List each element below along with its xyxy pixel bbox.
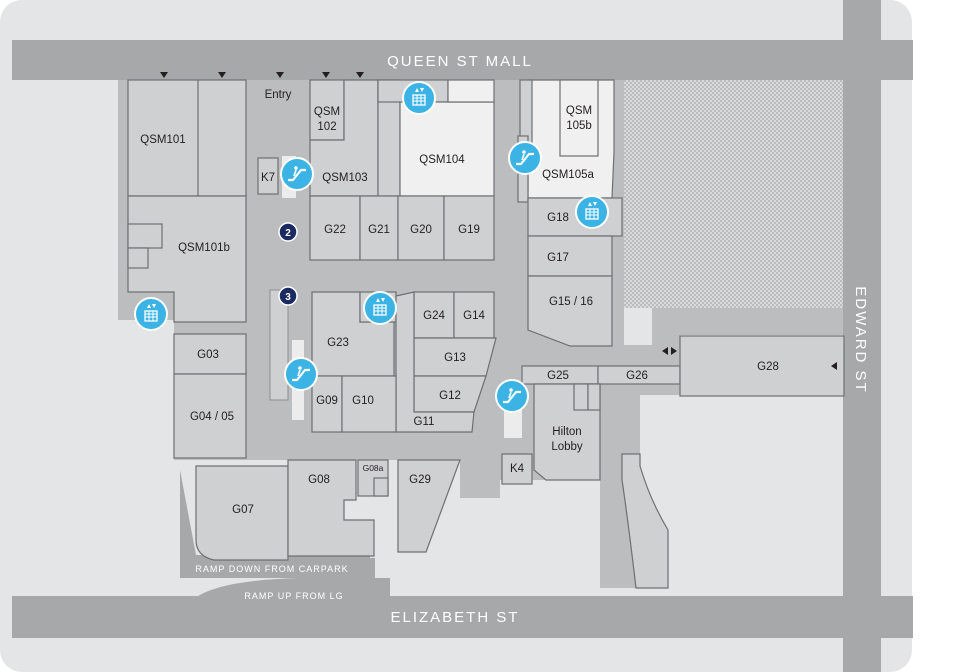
unit-g04-05-label: G04 / 05: [190, 411, 234, 423]
map-marker-2[interactable]: [278, 222, 298, 242]
unit-g26-label: G26: [626, 370, 648, 382]
unit-g28-label: G28: [757, 361, 779, 373]
unit-g20-label: G20: [410, 224, 432, 236]
unit-g08a-label: G08a: [363, 463, 384, 473]
unit-g08-label: G08: [308, 474, 330, 486]
entry-label: Entry: [265, 89, 292, 101]
unit-g25-label: G25: [547, 370, 569, 382]
unit-qsm105b-label-1: QSM: [566, 105, 592, 117]
entry-marker: [160, 72, 168, 78]
entry-marker: [356, 72, 364, 78]
unit-qsm105a-label: QSM105a: [542, 169, 594, 181]
unit-g29-label: G29: [409, 474, 431, 486]
unit-g11-label: G11: [414, 416, 435, 428]
map-marker-3-label: 3: [285, 292, 291, 303]
unit-qsm102[interactable]: [309, 79, 345, 141]
hilton-lobby-label-1: Hilton: [552, 426, 581, 438]
unit-g23-label: G23: [327, 337, 349, 349]
unit-g13-label: G13: [444, 352, 466, 364]
unit-k4[interactable]: [501, 453, 533, 485]
unit-qsm103-label: QSM103: [322, 172, 367, 184]
lift-icon[interactable]: [575, 195, 609, 229]
lift-icon[interactable]: [402, 81, 436, 115]
unit-qsm101-label: QSM101: [140, 134, 185, 146]
unit-qsm102-label-2: 102: [317, 121, 336, 133]
unit-g12-label: G12: [439, 390, 461, 402]
two-way-arrow-icon: [662, 347, 677, 355]
unit-g15-16[interactable]: [527, 275, 613, 347]
escalator-icon[interactable]: [280, 157, 314, 191]
unit-qsm105b-label-2: 105b: [566, 120, 592, 132]
unit-g17[interactable]: [527, 235, 613, 277]
escalator-icon[interactable]: [495, 379, 529, 413]
unit-g04-05[interactable]: [173, 373, 247, 459]
unit-g10-label: G10: [352, 395, 374, 407]
unit-g21-label: G21: [368, 224, 390, 236]
unit-k4-label: K4: [510, 463, 525, 475]
unit-g09-label: G09: [316, 395, 338, 407]
unit-g07-label: G07: [232, 504, 254, 516]
edward-st-road: [843, 0, 881, 672]
unit-g03-label: G03: [197, 349, 219, 361]
lift-icon[interactable]: [363, 291, 397, 325]
escalator-strip: [269, 289, 289, 401]
unit-g18-label: G18: [547, 212, 569, 224]
unit-g21[interactable]: [359, 195, 399, 261]
unit-g17-label: G17: [547, 252, 569, 264]
unit-g19-label: G19: [458, 224, 480, 236]
queen-st-mall-label: QUEEN ST MALL: [387, 53, 533, 70]
entry-marker: [322, 72, 330, 78]
map-marker-3[interactable]: [278, 286, 298, 306]
unit-g15-16-label: G15 / 16: [549, 296, 593, 308]
unit-g14-label: G14: [463, 310, 485, 322]
elizabeth-st-road: [12, 596, 913, 638]
unit-k7-label: K7: [261, 172, 275, 184]
entry-marker: [276, 72, 284, 78]
unit-g19[interactable]: [443, 195, 495, 261]
escalator-icon[interactable]: [508, 141, 542, 175]
unit-g24-label: G24: [423, 310, 445, 322]
unit-g09[interactable]: [311, 375, 343, 433]
unit-g29[interactable]: [397, 459, 461, 553]
unit-g22-label: G22: [324, 224, 346, 236]
unit-k7[interactable]: [257, 157, 279, 195]
lift-icon[interactable]: [134, 297, 168, 331]
unit-g10[interactable]: [341, 375, 397, 433]
walkway-lower-right: [621, 453, 669, 589]
unit-g07[interactable]: [195, 465, 289, 561]
unit-qsm104[interactable]: [399, 101, 495, 197]
unit-g03[interactable]: [173, 333, 247, 375]
ramp-up-road: [195, 578, 390, 598]
ramp-down-label: RAMP DOWN FROM CARPARK: [195, 564, 348, 574]
unit-qsm101[interactable]: [127, 79, 247, 197]
edward-st-label: EDWARD ST: [852, 286, 869, 393]
unit-qsm102-label-1: QSM: [314, 106, 340, 118]
entry-marker: [831, 362, 837, 370]
entry-marker: [218, 72, 226, 78]
unit-g28[interactable]: [679, 335, 845, 397]
elizabeth-st-label: ELIZABETH ST: [390, 609, 519, 626]
ramp-up-label: RAMP UP FROM LG: [244, 591, 343, 601]
unit-g08[interactable]: [287, 459, 375, 557]
unit-g22[interactable]: [309, 195, 361, 261]
escalator-icon[interactable]: [284, 357, 318, 391]
unit-qsm104-label: QSM104: [419, 154, 465, 166]
unit-qsm105b[interactable]: [559, 79, 599, 157]
unit-qsm101b-label: QSM101b: [178, 242, 230, 254]
hilton-lobby-label-2: Lobby: [551, 441, 583, 453]
map-marker-2-label: 2: [285, 228, 291, 239]
